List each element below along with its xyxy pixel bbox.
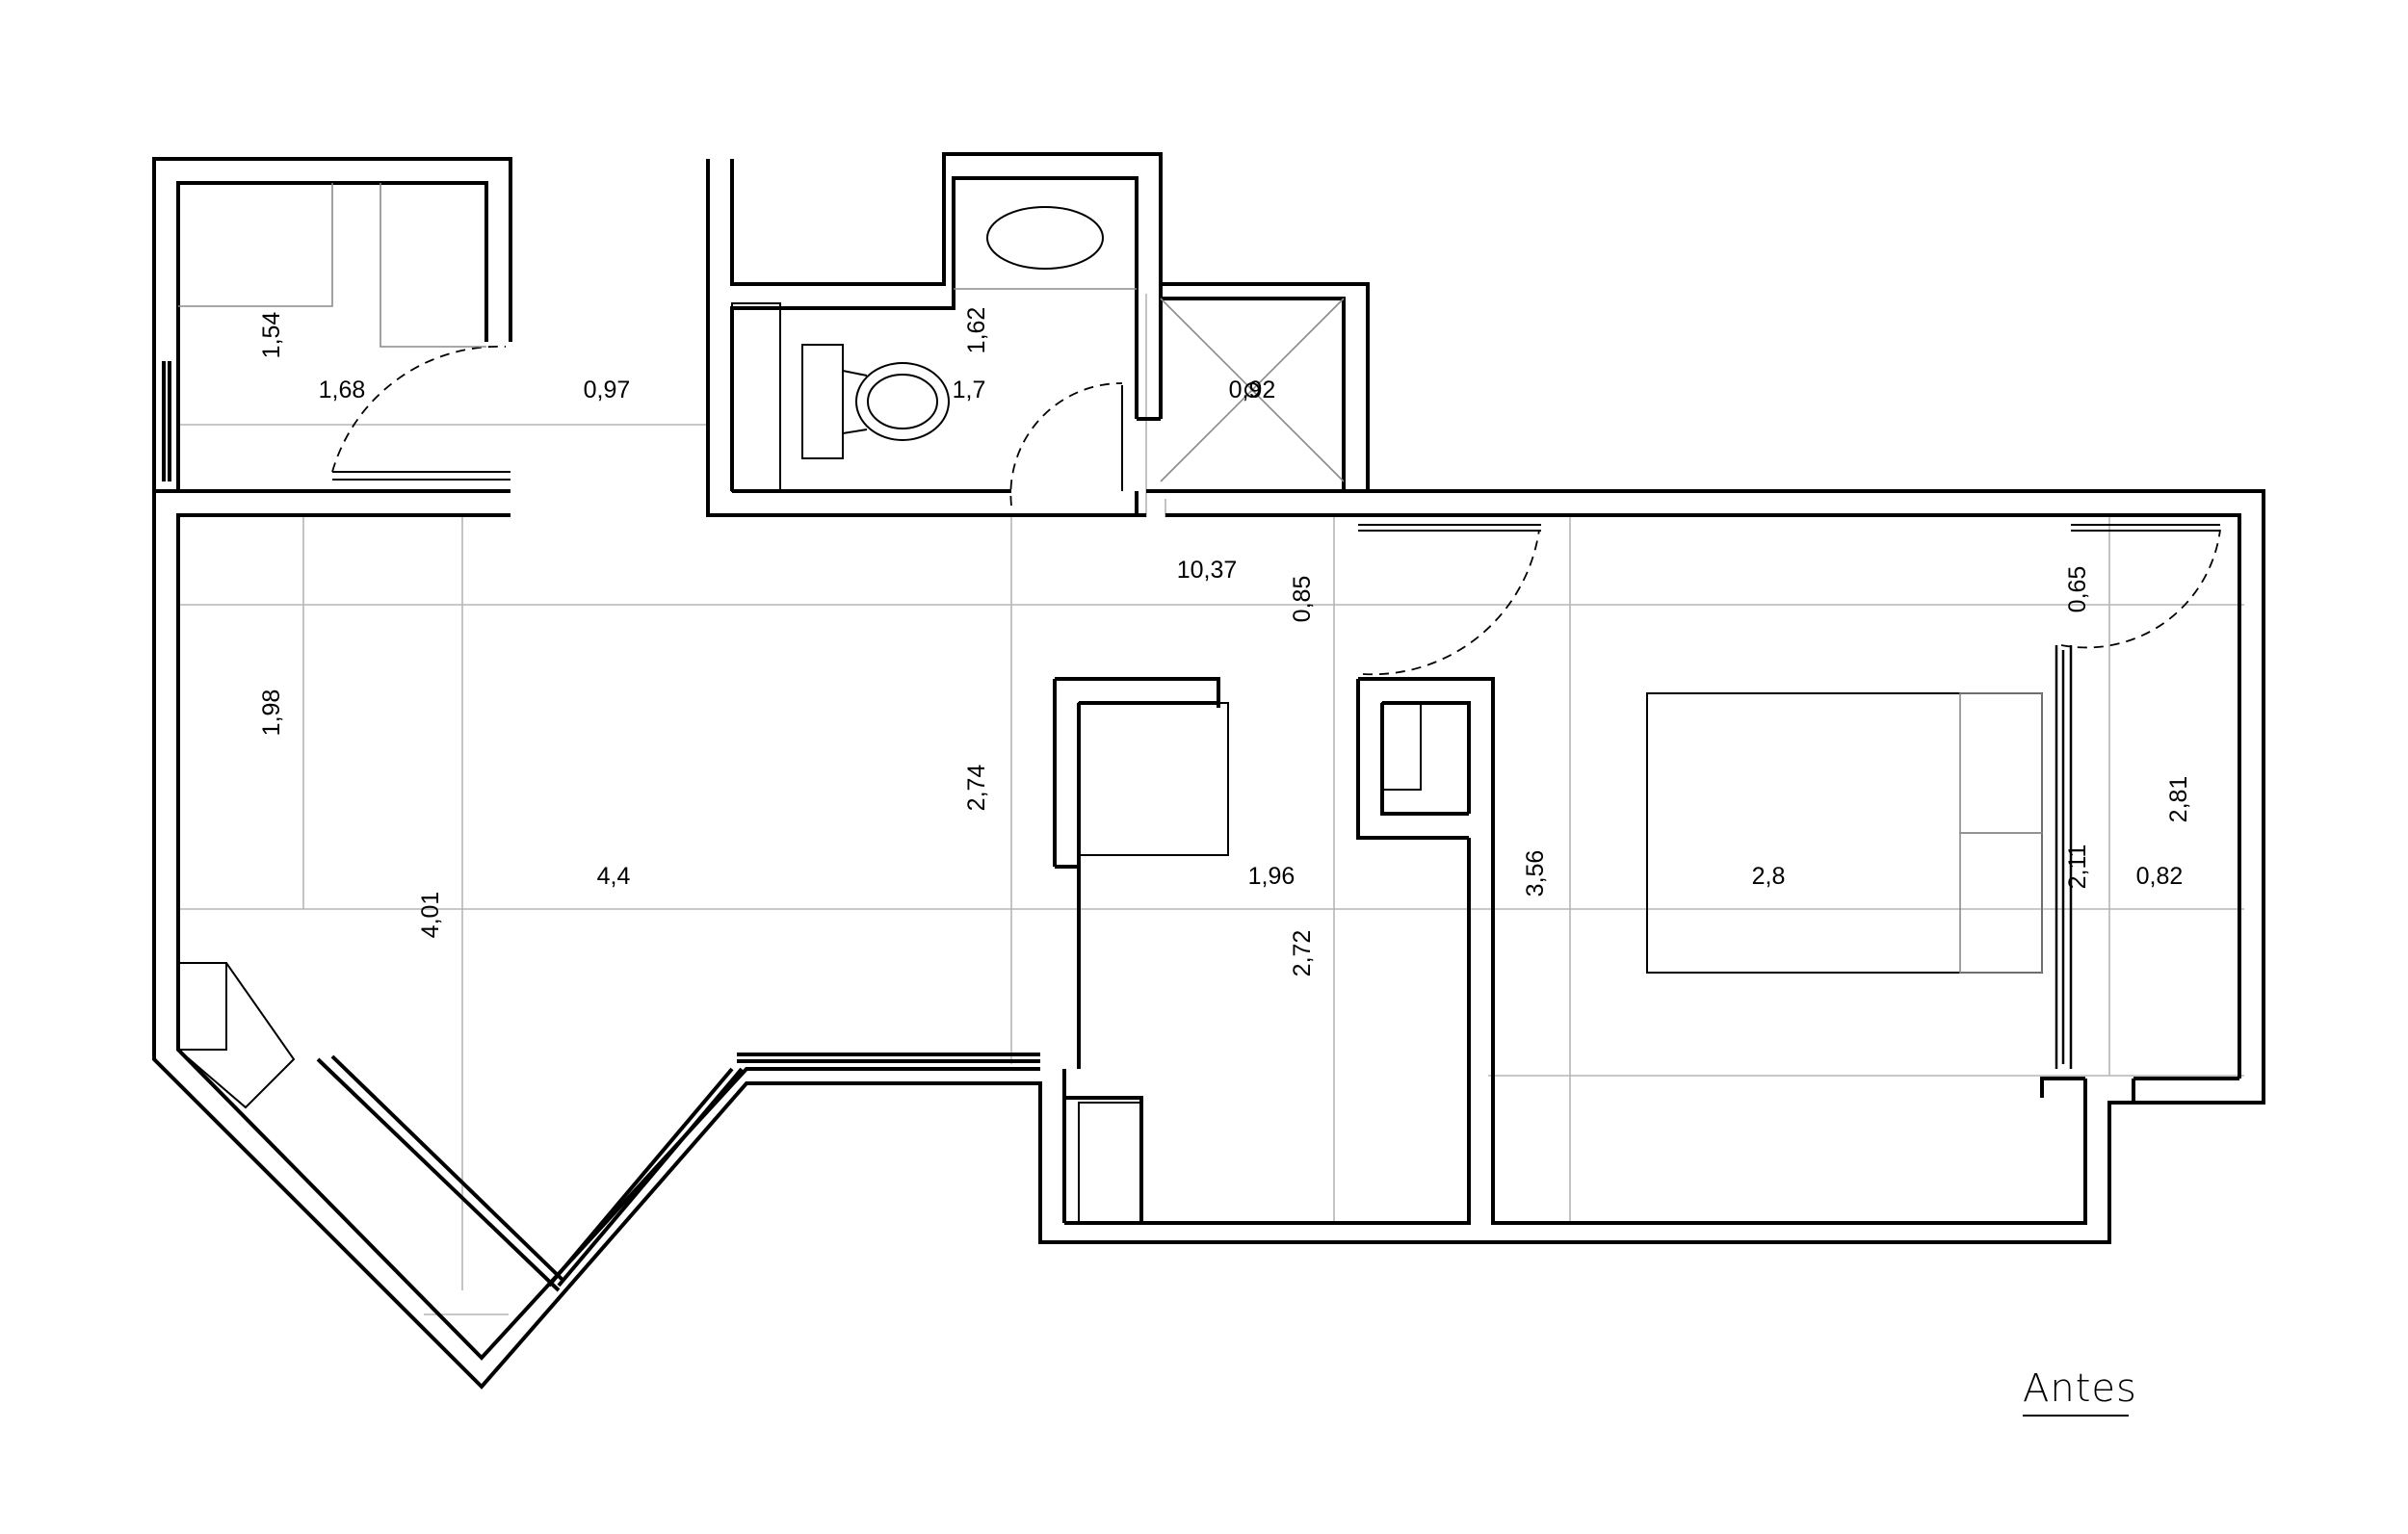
dim-balcony-height: 2,81 bbox=[2165, 776, 2192, 823]
kitchen-partition bbox=[1053, 677, 1220, 1069]
bath-cabinet bbox=[731, 302, 781, 492]
storage-shelf bbox=[178, 183, 486, 348]
dim-bedroom-width: 2,8 bbox=[1752, 863, 1786, 890]
kitchen-cabinet bbox=[1078, 1102, 1142, 1224]
bedroom-door-arc bbox=[1362, 529, 1540, 676]
living-window-diagonal bbox=[547, 1067, 744, 1287]
legend: Antes bbox=[2023, 1366, 2137, 1417]
bed-pillow bbox=[1959, 692, 2043, 834]
dim-closet-height: 2,11 bbox=[2064, 845, 2091, 890]
dim-living-diagonal: 4,01 bbox=[417, 892, 444, 939]
kitchen-counter bbox=[1078, 702, 1229, 856]
fixtures bbox=[177, 183, 2043, 1224]
guide-lines bbox=[178, 294, 2244, 1315]
dim-storage-depth: 1,54 bbox=[258, 312, 285, 359]
dim-bedroom-height: 3,56 bbox=[1522, 850, 1549, 897]
bath-door-arc bbox=[1009, 382, 1123, 507]
dim-shower-width: 0,92 bbox=[1229, 377, 1276, 403]
dim-room-width: 1,96 bbox=[1248, 863, 1296, 890]
shower-drain bbox=[1244, 382, 1260, 398]
bedroom-partition bbox=[1356, 677, 1495, 840]
dim-hall-gap: 0,97 bbox=[584, 377, 631, 403]
balcony-door-arc bbox=[2060, 529, 2221, 649]
living-inner-wall bbox=[176, 513, 1040, 1361]
living-outer-wall bbox=[152, 489, 2265, 1390]
storage-window bbox=[152, 361, 180, 491]
walls bbox=[152, 152, 2265, 1390]
dim-living-width: 4,4 bbox=[597, 863, 631, 890]
toilet-tank bbox=[801, 344, 844, 459]
dim-bath-height: 1,62 bbox=[963, 307, 990, 354]
dim-balcony-width: 0,82 bbox=[2136, 863, 2184, 890]
doors bbox=[331, 346, 2221, 1069]
tv-cabinet bbox=[177, 962, 296, 1109]
living-window bbox=[316, 1053, 1040, 1292]
right-inner-wall bbox=[1064, 513, 2241, 1225]
dim-storage-width: 1,68 bbox=[319, 377, 366, 403]
dim-kitchen-height: 2,74 bbox=[963, 765, 990, 812]
sink-basin bbox=[986, 206, 1104, 270]
dim-room-height: 2,72 bbox=[1289, 930, 1316, 977]
legend-title: Antes bbox=[2023, 1366, 2137, 1411]
dim-bedroom-door: 0,85 bbox=[1289, 576, 1316, 623]
toilet-bowl bbox=[855, 362, 950, 441]
right-side-wall bbox=[2040, 1077, 2239, 1098]
dimension-labels: 1,54 1,68 0,97 1,62 1,7 0,92 10,37 0,85 … bbox=[258, 307, 2192, 977]
dim-corridor-length: 10,37 bbox=[1177, 557, 1238, 584]
dim-balcony-door: 0,65 bbox=[2064, 566, 2091, 613]
bathroom-wall bbox=[706, 152, 1163, 517]
corridor-wall bbox=[1062, 1069, 1143, 1223]
bathroom-lower-wall bbox=[732, 282, 1370, 515]
balcony-door-jamb bbox=[2055, 645, 2073, 1069]
dim-living-depth: 1,98 bbox=[258, 689, 285, 737]
storage-door-arc bbox=[331, 346, 507, 473]
wardrobe bbox=[1381, 702, 1422, 791]
dim-bath-width: 1,7 bbox=[953, 377, 986, 403]
